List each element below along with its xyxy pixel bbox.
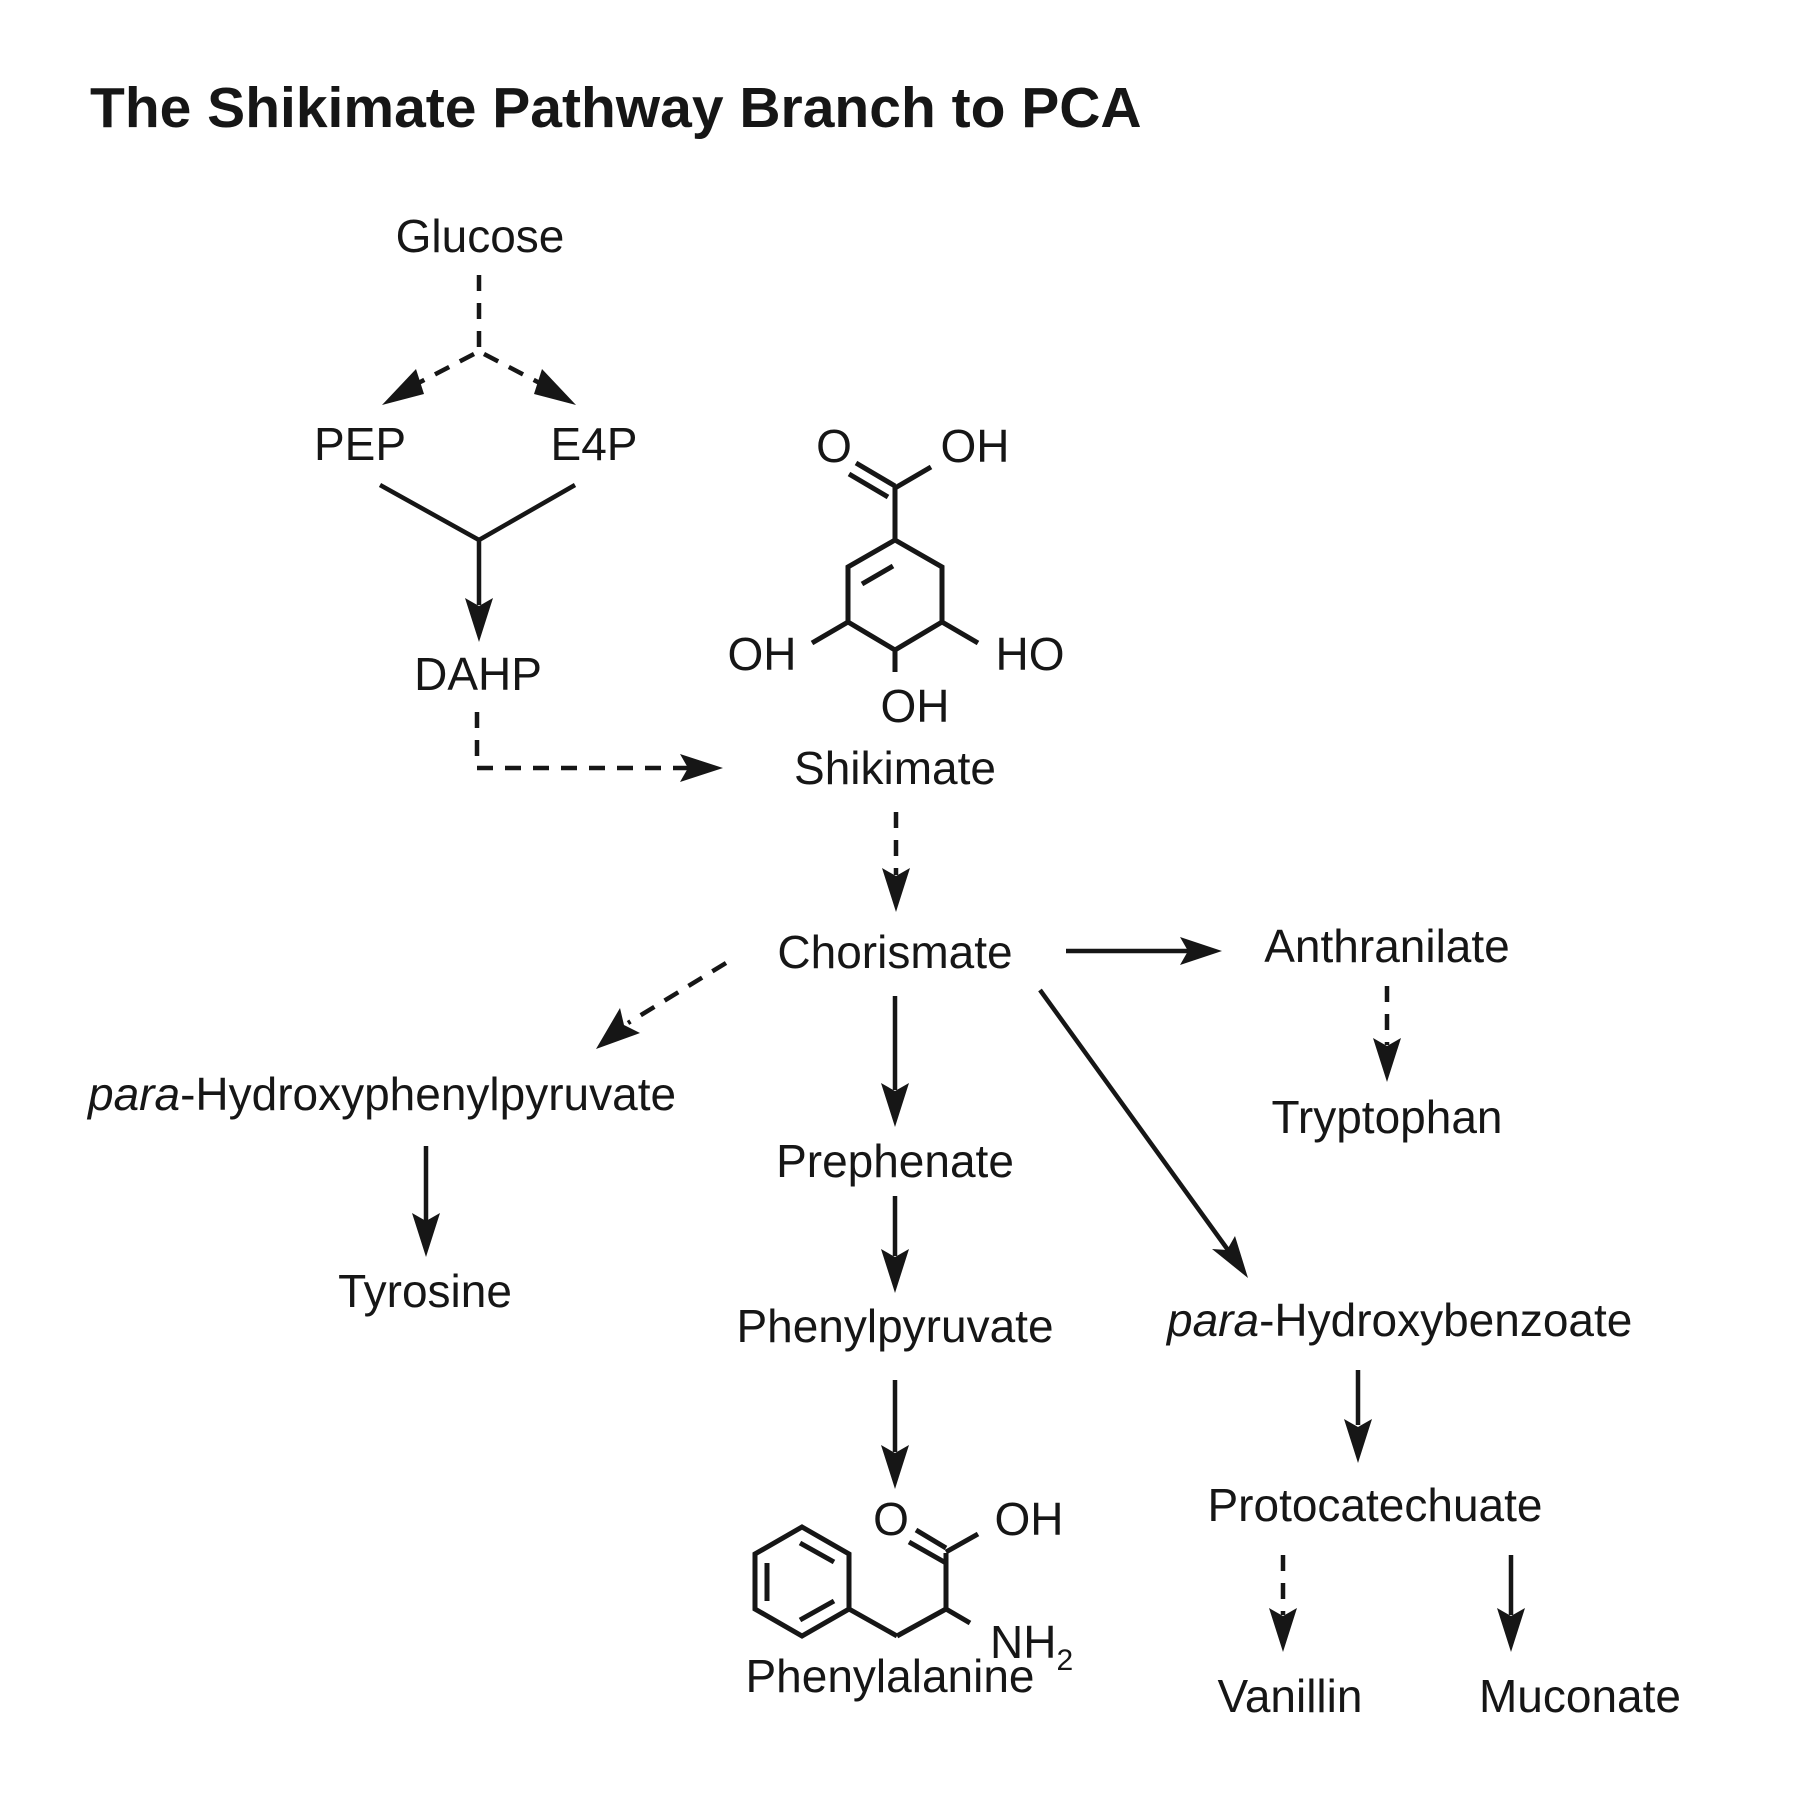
label-chorismate: Chorismate [777,926,1012,978]
bond-c-oh [944,1531,980,1555]
dashed-elbow [474,712,690,771]
amine-nh: NH [990,1616,1056,1668]
arrow-protocatechuate-to-vanillin [1269,1555,1297,1652]
arrow-phb-to-protocatechuate [1344,1370,1372,1463]
bond-co-b [854,460,897,489]
label-para-hydroxybenzoate: para-Hydroxybenzoate [1165,1294,1632,1346]
arrow-protocatechuate-to-muconate [1497,1555,1525,1652]
arrow-anthranilate-to-tryptophan [1373,986,1401,1082]
arrow-chorismate-to-hpp [596,961,728,1049]
label-dahp: DAHP [414,648,542,700]
arrow-phenylpyruvate-to-phenylalanine [881,1380,909,1489]
atom-nh2: NH2 [990,1616,1073,1677]
arrowhead [881,1083,909,1127]
arrow-dahp-to-shikimate [474,712,723,782]
ring-double-3 [798,1598,836,1623]
arrow-prephenate-to-phenylpyruvate [881,1196,909,1293]
suffix-hydroxyphenylpyruvate: -Hydroxyphenylpyruvate [180,1068,676,1120]
arrow-chorismate-to-prephenate [881,996,909,1127]
arrow-pep-e4p-to-dahp [378,483,577,642]
bond-c-n [944,1606,972,1626]
arrowhead [596,1008,640,1049]
arrowhead [1212,1236,1248,1278]
arrow-hpp-to-tyrosine [412,1146,440,1257]
label-anthranilate: Anthranilate [1264,920,1510,972]
bond-co-a [907,1539,948,1566]
prefix-para: para [1165,1294,1259,1346]
arrowhead [881,1249,909,1293]
bond-co-b [914,1527,948,1551]
arrow-chorismate-to-phb [1038,988,1248,1278]
dashed-stem [626,961,728,1025]
arrowhead [882,868,910,912]
atom-oh-bottom: OH [881,680,950,732]
arrowhead [1180,937,1222,965]
arrowhead [1344,1419,1372,1463]
arrowhead [412,1213,440,1257]
atom-ho-right: HO [996,628,1065,680]
bond-oh-left [810,619,850,646]
phenylalanine-structure: O OH NH2 [752,1493,1073,1677]
label-pep: PEP [314,418,406,470]
ring-double-2 [798,1540,836,1565]
atom-o: O [873,1493,909,1545]
prefix-para: para [86,1068,180,1120]
arrow-glucose-split [382,275,576,405]
arrowhead-pep [382,369,424,405]
diagram-title: The Shikimate Pathway Branch to PCA [90,76,1142,140]
label-tyrosine: Tyrosine [338,1265,512,1317]
shikimate-structure: O OH OH HO OH [728,420,1065,732]
label-phenylalanine: Phenylalanine [745,1650,1034,1702]
arrowhead [881,1445,909,1489]
bond-oh-right [940,619,980,646]
atom-o: O [816,420,852,472]
label-shikimate: Shikimate [794,742,996,794]
label-e4p: E4P [551,418,638,470]
benzene-ring [752,1524,852,1639]
ring-double-bond [860,563,895,587]
amine-subscript: 2 [1056,1644,1073,1677]
arrowhead-dahp [465,598,493,642]
arrowhead [1269,1608,1297,1652]
arrowhead [1373,1038,1401,1082]
arrowhead-e4p [534,369,576,405]
arrow-chorismate-to-anthranilate [1066,937,1222,965]
stem [1038,988,1230,1252]
bond-co-a [847,471,890,500]
label-muconate: Muconate [1479,1670,1681,1722]
arrowhead [1497,1608,1525,1652]
label-phenylpyruvate: Phenylpyruvate [736,1300,1053,1352]
arrow-shikimate-to-chorismate [882,812,910,912]
bond-c-oh [893,464,933,491]
arrowhead-shikimate [680,754,723,782]
label-tryptophan: Tryptophan [1272,1091,1503,1143]
label-prephenate: Prephenate [776,1135,1014,1187]
suffix-hydroxybenzoate: -Hydroxybenzoate [1259,1294,1632,1346]
atom-oh-left: OH [728,628,797,680]
bond-ch2 [847,1606,899,1639]
label-protocatechuate: Protocatechuate [1207,1479,1542,1531]
atom-oh: OH [941,420,1010,472]
atom-oh: OH [995,1493,1064,1545]
label-vanillin: Vanillin [1218,1670,1363,1722]
label-glucose: Glucose [396,210,565,262]
bond-ca [895,1606,948,1639]
label-para-hydroxyphenylpyruvate: para-Hydroxyphenylpyruvate [86,1068,676,1120]
